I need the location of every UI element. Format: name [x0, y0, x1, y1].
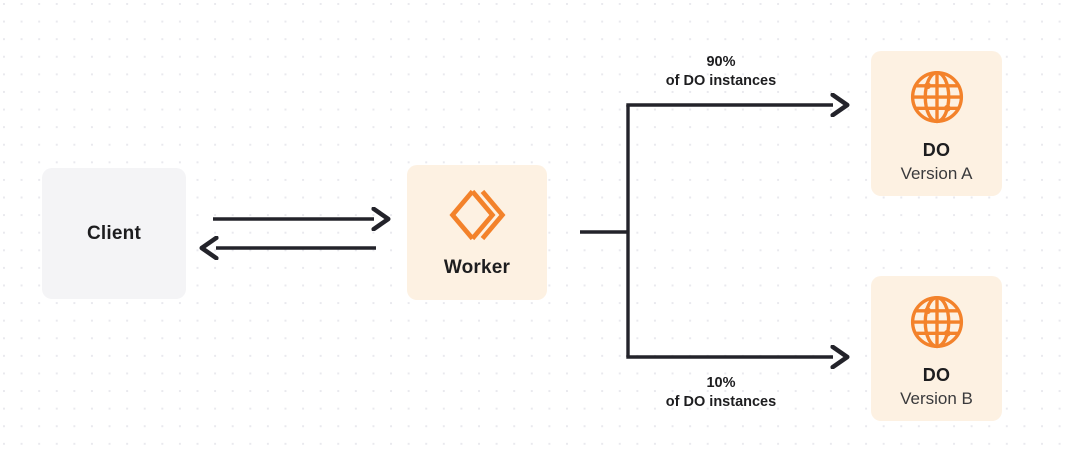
edge-label-do-b-percent: 10% [706, 375, 736, 391]
client-label: Client [87, 222, 141, 244]
node-do-version-b[interactable]: DO Version B [871, 276, 1002, 421]
durable-object-globe-icon [907, 67, 967, 127]
edge-label-do-b: 10% of DO instances [611, 374, 831, 412]
edge-label-do-b-caption: of DO instances [665, 394, 777, 410]
edge-label-do-a-caption: of DO instances [665, 73, 777, 89]
edge-label-do-a: 90% of DO instances [611, 53, 831, 91]
edge-label-do-a-percent: 90% [706, 54, 736, 70]
durable-object-globe-icon [907, 292, 967, 352]
do-title: DO [922, 140, 951, 160]
do-title: DO [922, 365, 951, 385]
node-worker[interactable]: Worker [407, 165, 547, 300]
node-do-version-a[interactable]: DO Version A [871, 51, 1002, 196]
do-subtitle: Version A [900, 164, 973, 183]
do-subtitle: Version B [900, 389, 973, 408]
cloudflare-workers-logo-icon [448, 186, 506, 244]
node-client[interactable]: Client [42, 168, 186, 299]
worker-label: Worker [443, 257, 511, 278]
